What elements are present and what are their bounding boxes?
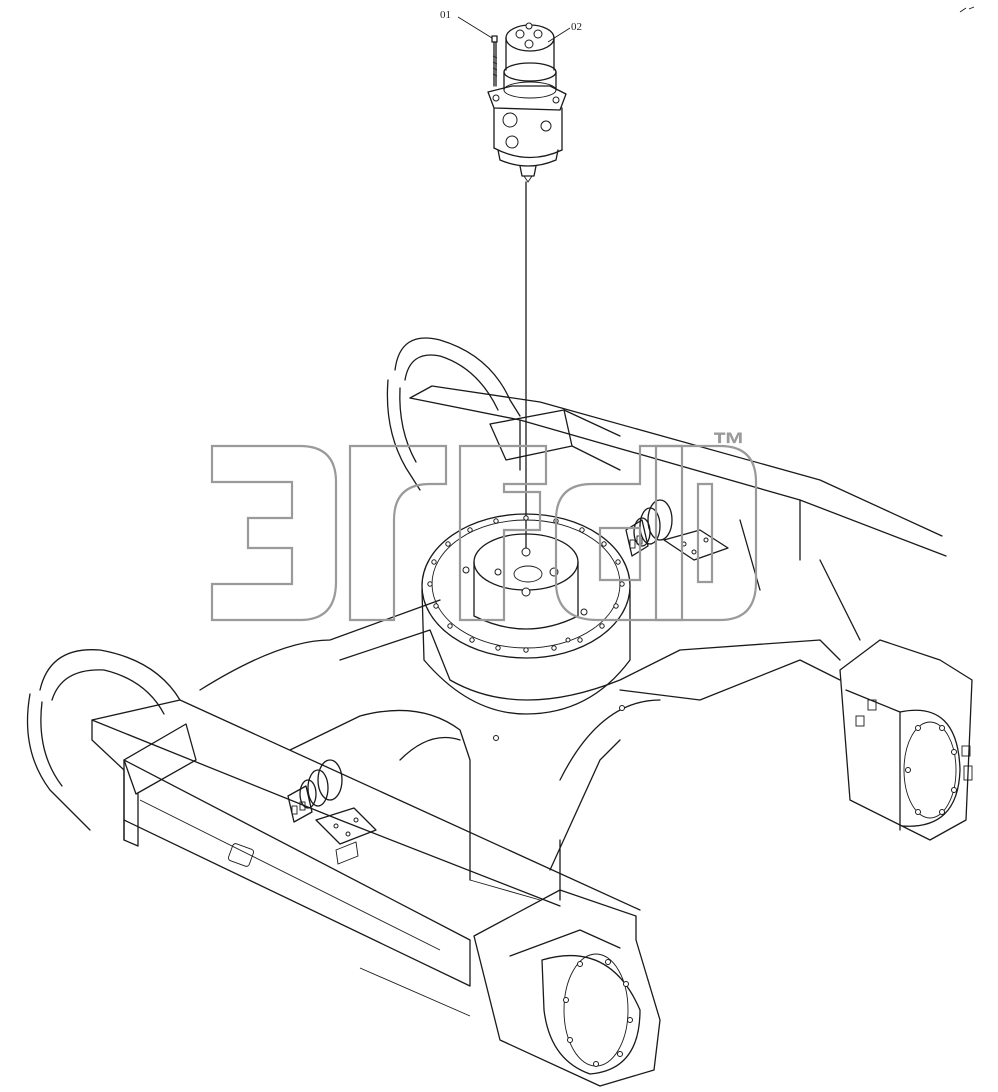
corner-mark: [959, 6, 975, 13]
left-track-frame[interactable]: [26, 649, 661, 1087]
undercarriage-frame[interactable]: [26, 337, 973, 1087]
callout-01-label: 01: [440, 9, 451, 21]
trademark-symbol: ™: [712, 426, 746, 464]
callout-02: 02: [547, 21, 582, 43]
swing-bearing-ring[interactable]: [421, 513, 631, 715]
swivel-joint-assembly[interactable]: [487, 22, 567, 183]
callout-01: 01: [440, 9, 493, 39]
bolt-part-01[interactable]: [491, 35, 498, 87]
ring-bolt-holes: [427, 515, 625, 653]
callout-02-label: 02: [571, 21, 582, 33]
center-frame-body[interactable]: [199, 599, 841, 901]
watermark-logo: ™: [210, 426, 758, 622]
right-track-frame[interactable]: [386, 337, 973, 841]
carrier-roller-left[interactable]: [287, 759, 377, 865]
